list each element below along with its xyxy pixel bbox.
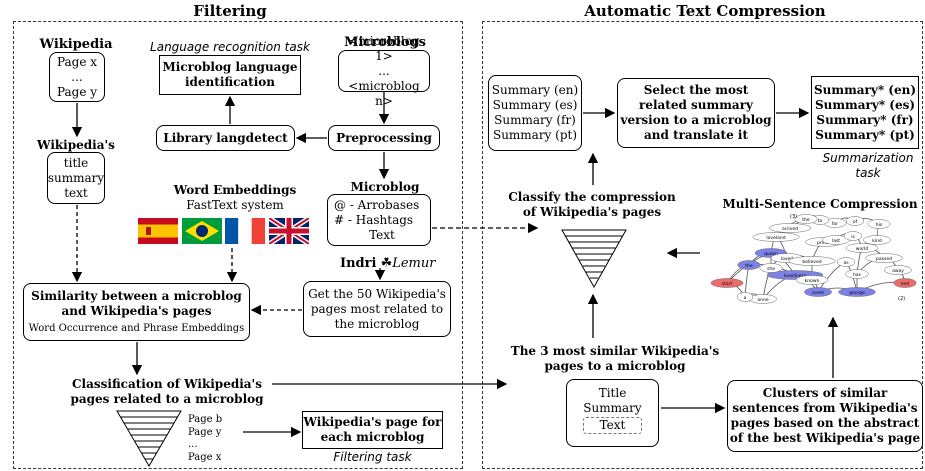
- word-embeddings-label: Word Embeddings: [173, 183, 297, 197]
- language-identification-box: Microblog language identification: [159, 55, 301, 95]
- microblog-item: <microblog 1>: [348, 33, 420, 63]
- result-box: Wikipedia's page for each microblog: [302, 411, 443, 449]
- ranked-page-item: Page x: [188, 451, 222, 463]
- summary-item: Summary (en): [491, 83, 579, 97]
- france-flag-icon: [225, 218, 265, 244]
- microblogs-label: Microblogs: [344, 35, 426, 50]
- microblog-item: ...: [378, 63, 390, 78]
- summaries-box: Summary (en) Summary (es) Summary (fr) S…: [488, 75, 582, 151]
- summarization-task-label: Summarization task: [822, 151, 914, 180]
- wiki-page-item: Page y: [56, 84, 98, 99]
- summary-star-item: Summary* (pt): [815, 127, 915, 142]
- classify-label: Classify the compression of Wikipedia's …: [508, 190, 676, 219]
- summary-star-item: Summary* (fr): [816, 112, 914, 127]
- ranking-triangle-icon: [116, 410, 182, 467]
- document-box: Title Summary Text: [566, 379, 659, 447]
- wiki-page-box: title summary text: [47, 152, 105, 204]
- summary-star-item: Summary* (en): [813, 82, 917, 97]
- three-similar-label: The 3 most similar Wikipedia's pages to …: [510, 344, 720, 373]
- filtering-panel: [13, 21, 463, 469]
- indri-lemur-logo: Indri ☘Lemur: [340, 256, 436, 271]
- summary-item: Summary (fr): [494, 113, 576, 127]
- fasttext-label: FastText system: [186, 198, 284, 212]
- wikipedia-label: Wikipedia: [39, 37, 113, 52]
- preprocessing-box: Preprocessing: [328, 125, 440, 151]
- wiki-page-item: Page x: [56, 54, 98, 69]
- brazil-flag-icon: [182, 218, 222, 244]
- clusters-box: Clusters of similar sentences from Wikip…: [727, 380, 923, 452]
- microblogs-box: <microblog 1> ... <microblog n>: [338, 34, 430, 108]
- classification-label: Classification of Wikipedia's pages rela…: [70, 377, 264, 406]
- select-translate-box: Select the most related summary version …: [617, 78, 775, 148]
- ranked-page-item: ...: [188, 439, 198, 450]
- spain-flag-icon: [138, 218, 178, 244]
- filtering-title: Filtering: [193, 2, 267, 20]
- lemur-icon: ☘: [380, 256, 393, 271]
- wiki-page-item: ...: [71, 69, 83, 84]
- microblog-label: Microblog: [350, 180, 420, 194]
- language-task-label: Language recognition task: [150, 40, 310, 54]
- microblog-box: @ - Arrobases # - Hashtags Text: [327, 194, 431, 246]
- compression-panel: [482, 21, 923, 469]
- summary-star-item: Summary* (es): [814, 97, 916, 112]
- uk-flag-icon: [269, 218, 309, 244]
- langdetect-box: Library langdetect: [156, 125, 295, 151]
- filtering-task-label: Filtering task: [333, 450, 412, 464]
- compression-triangle-icon: [561, 229, 627, 289]
- ranked-page-item: Page b: [188, 414, 223, 425]
- ranked-page-item: Page y: [188, 426, 222, 438]
- similarity-box: Similarity between a microblog and Wikip…: [23, 283, 250, 341]
- summary-item: Summary (pt): [492, 128, 578, 142]
- compression-title: Automatic Text Compression: [584, 2, 826, 20]
- msc-title: Multi-Sentence Compression: [722, 197, 918, 211]
- summaries-star-box: Summary* (en) Summary* (es) Summary* (fr…: [811, 76, 919, 149]
- summary-item: Summary (es): [492, 98, 578, 112]
- ranked-pages-list: Page b Page y ... Page x: [188, 414, 248, 464]
- wikipedia-pages-box: Page x ... Page y: [49, 52, 105, 102]
- get-50-pages-box: Get the 50 Wikipedia's pages most relate…: [303, 281, 451, 337]
